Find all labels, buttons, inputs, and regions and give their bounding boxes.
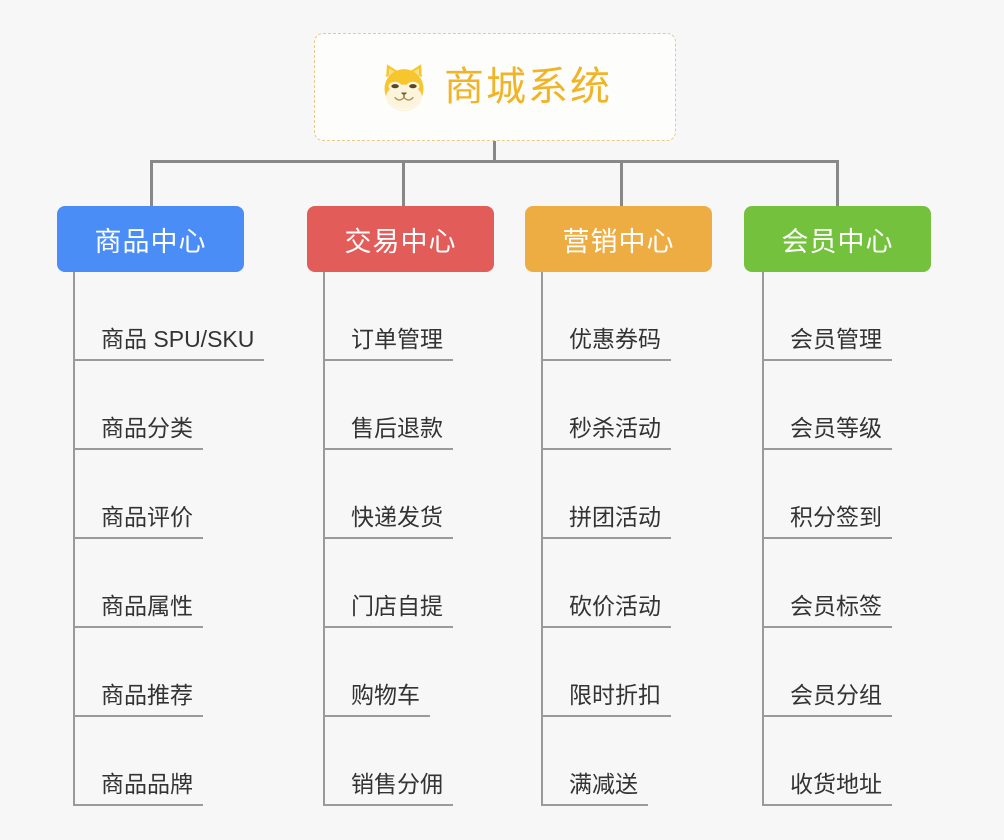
leaf-label: 门店自提 bbox=[323, 593, 453, 628]
leaf-item[interactable]: 商品推荐 bbox=[73, 628, 264, 717]
category-box[interactable]: 营销中心 bbox=[525, 206, 712, 272]
leaf-item[interactable]: 优惠券码 bbox=[541, 272, 671, 361]
leaf-item[interactable]: 会员标签 bbox=[762, 539, 892, 628]
branch-drop-connector bbox=[836, 160, 839, 206]
leaf-item[interactable]: 售后退款 bbox=[323, 361, 453, 450]
branch-spine-connector bbox=[323, 272, 325, 806]
branch-drop-connector bbox=[620, 160, 623, 206]
leaf-item[interactable]: 砍价活动 bbox=[541, 539, 671, 628]
leaf-list: 商品 SPU/SKU 商品分类商品评价商品属性商品推荐商品品牌 bbox=[73, 272, 265, 806]
branch-drop-connector bbox=[150, 160, 153, 206]
horizontal-bus-connector bbox=[150, 160, 839, 163]
root-node[interactable]: 商城系统 bbox=[314, 33, 676, 141]
leaf-label: 满减送 bbox=[541, 771, 648, 806]
leaf-list: 优惠券码秒杀活动拼团活动砍价活动限时折扣满减送 bbox=[541, 272, 671, 806]
leaf-item[interactable]: 会员管理 bbox=[762, 272, 892, 361]
category-label: 交易中心 bbox=[344, 226, 457, 257]
leaf-list: 订单管理售后退款快递发货门店自提购物车销售分佣 bbox=[323, 272, 453, 806]
leaf-label: 限时折扣 bbox=[541, 682, 671, 717]
leaf-item[interactable]: 订单管理 bbox=[323, 272, 453, 361]
leaf-label: 售后退款 bbox=[323, 415, 453, 450]
category-box[interactable]: 商品中心 bbox=[57, 206, 244, 272]
leaf-item[interactable]: 商品分类 bbox=[73, 361, 264, 450]
leaf-label: 砍价活动 bbox=[541, 593, 671, 628]
leaf-label: 商品品牌 bbox=[73, 771, 203, 806]
leaf-item[interactable]: 会员分组 bbox=[762, 628, 892, 717]
leaf-label: 快递发货 bbox=[323, 504, 453, 539]
leaf-label: 商品属性 bbox=[73, 593, 203, 628]
category-label: 会员中心 bbox=[781, 226, 894, 257]
category-box[interactable]: 交易中心 bbox=[307, 206, 494, 272]
branch-spine-connector bbox=[541, 272, 543, 806]
leaf-label: 购物车 bbox=[323, 682, 430, 717]
leaf-label: 拼团活动 bbox=[541, 504, 671, 539]
leaf-label: 商品评价 bbox=[73, 504, 203, 539]
leaf-label: 商品分类 bbox=[73, 415, 203, 450]
leaf-item[interactable]: 会员等级 bbox=[762, 361, 892, 450]
leaf-label: 积分签到 bbox=[762, 504, 892, 539]
leaf-label: 订单管理 bbox=[323, 326, 453, 361]
leaf-label: 商品推荐 bbox=[73, 682, 203, 717]
leaf-item[interactable]: 门店自提 bbox=[323, 539, 453, 628]
root-stem-connector bbox=[493, 141, 496, 162]
branch-spine-connector bbox=[762, 272, 764, 806]
leaf-item[interactable]: 商品 SPU/SKU bbox=[73, 272, 265, 361]
branch-spine-connector bbox=[73, 272, 75, 806]
category-label: 营销中心 bbox=[562, 226, 675, 257]
leaf-item[interactable]: 商品评价 bbox=[73, 450, 264, 539]
root-title: 商城系统 bbox=[444, 65, 612, 109]
leaf-label: 会员分组 bbox=[762, 682, 892, 717]
leaf-item[interactable]: 商品品牌 bbox=[73, 717, 264, 806]
leaf-item[interactable]: 商品属性 bbox=[73, 539, 264, 628]
leaf-item[interactable]: 销售分佣 bbox=[323, 717, 453, 806]
leaf-item[interactable]: 积分签到 bbox=[762, 450, 892, 539]
leaf-label: 优惠券码 bbox=[541, 326, 671, 361]
shiba-dog-icon bbox=[384, 64, 424, 112]
branch-drop-connector bbox=[402, 160, 405, 206]
leaf-item[interactable]: 秒杀活动 bbox=[541, 361, 671, 450]
category-label: 商品中心 bbox=[94, 226, 207, 257]
leaf-item[interactable]: 满减送 bbox=[541, 717, 671, 806]
leaf-label: 会员等级 bbox=[762, 415, 892, 450]
leaf-label: 商品 SPU/SKU bbox=[73, 326, 265, 361]
leaf-item[interactable]: 快递发货 bbox=[323, 450, 453, 539]
leaf-label: 销售分佣 bbox=[323, 771, 453, 806]
leaf-item[interactable]: 限时折扣 bbox=[541, 628, 671, 717]
category-box[interactable]: 会员中心 bbox=[744, 206, 931, 272]
leaf-label: 会员管理 bbox=[762, 326, 892, 361]
leaf-item[interactable]: 拼团活动 bbox=[541, 450, 671, 539]
leaf-label: 秒杀活动 bbox=[541, 415, 671, 450]
leaf-label: 会员标签 bbox=[762, 593, 892, 628]
leaf-label: 收货地址 bbox=[762, 771, 892, 806]
leaf-item[interactable]: 购物车 bbox=[323, 628, 453, 717]
leaf-list: 会员管理会员等级积分签到会员标签会员分组收货地址 bbox=[762, 272, 892, 806]
leaf-item[interactable]: 收货地址 bbox=[762, 717, 892, 806]
